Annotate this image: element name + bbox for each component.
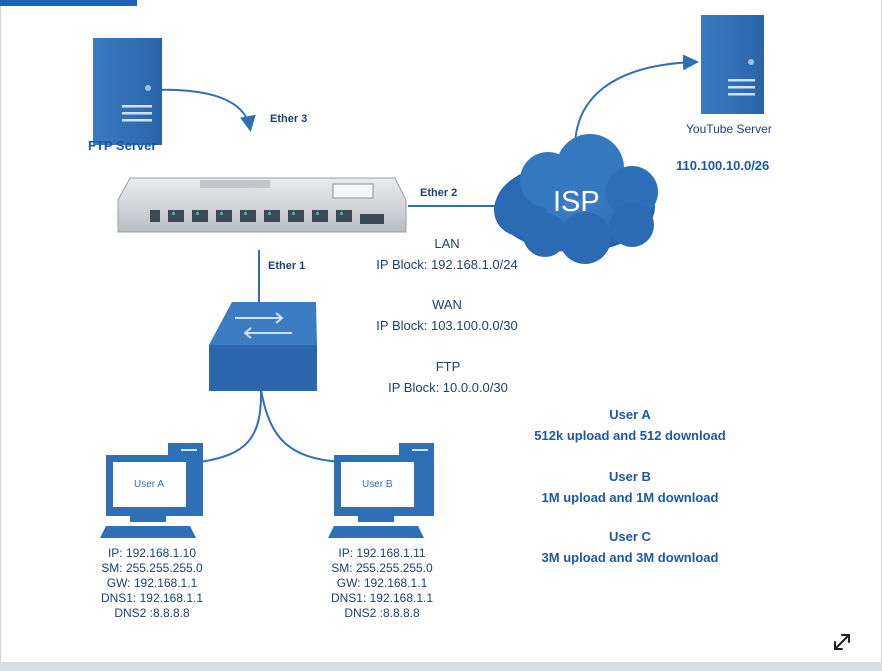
user-b-ip: IP: 192.168.1.11 bbox=[338, 546, 426, 560]
bw-user-b-title: User B bbox=[609, 469, 651, 484]
ftp-block: IP Block: 10.0.0.0/30 bbox=[388, 380, 508, 395]
ftp-server-icon bbox=[93, 38, 162, 145]
bottom-strip bbox=[0, 662, 882, 671]
user-a-dns1: DNS1: 192.168.1.1 bbox=[100, 591, 204, 605]
bw-user-b-rate: 1M upload and 1M download bbox=[541, 490, 719, 505]
lan-title: LAN bbox=[434, 236, 460, 251]
wan-block: IP Block: 103.100.0.0/30 bbox=[376, 318, 518, 333]
switch-to-user-b-link bbox=[260, 389, 341, 463]
bw-user-c-rate: 3M upload and 3M download bbox=[541, 550, 719, 565]
youtube-server-label: YouTube Server bbox=[686, 122, 772, 136]
bw-user-a-title: User A bbox=[609, 407, 651, 422]
youtube-ip-label: 110.100.10.0/26 bbox=[676, 158, 770, 173]
switch-icon bbox=[209, 302, 317, 391]
user-b-sm: SM: 255.255.255.0 bbox=[331, 561, 433, 575]
ether3-link bbox=[151, 88, 256, 132]
user-b-dns1: DNS1: 192.168.1.1 bbox=[330, 591, 434, 605]
user-b-screen-label: User B bbox=[362, 479, 393, 490]
user-b-gw: GW: 192.168.1.1 bbox=[336, 576, 428, 590]
user-a-dns2: DNS2 :8.8.8.8 bbox=[114, 606, 190, 620]
user-a-sm: SM: 255.255.255.0 bbox=[101, 561, 203, 575]
switch-to-user-a-link bbox=[199, 389, 263, 463]
bw-user-a-rate: 512k upload and 512 download bbox=[534, 428, 726, 443]
user-b-dns2: DNS2 :8.8.8.8 bbox=[344, 606, 420, 620]
youtube-server-icon bbox=[701, 15, 764, 114]
ftp-server-label: FTP Server bbox=[88, 138, 157, 153]
user-a-ip: IP: 192.168.1.10 bbox=[107, 546, 197, 560]
ether3-label: Ether 3 bbox=[270, 113, 308, 125]
user-b-computer-icon bbox=[328, 443, 434, 538]
expand-icon[interactable] bbox=[830, 630, 854, 654]
user-a-screen-label: User A bbox=[134, 479, 165, 490]
user-a-computer-icon bbox=[100, 443, 203, 538]
isp-cloud-icon bbox=[494, 134, 658, 264]
router-icon bbox=[117, 177, 407, 233]
ether1-label: Ether 1 bbox=[268, 260, 306, 272]
ether2-label: Ether 2 bbox=[420, 187, 458, 199]
lan-block: IP Block: 192.168.1.0/24 bbox=[376, 257, 518, 272]
wan-title: WAN bbox=[432, 297, 462, 312]
top-accent-bar bbox=[0, 0, 137, 6]
isp-label: ISP bbox=[553, 186, 600, 218]
ftp-title: FTP bbox=[435, 359, 461, 374]
user-a-gw: GW: 192.168.1.1 bbox=[106, 576, 198, 590]
user-b-config: IP: 192.168.1.11 SM: 255.255.255.0 GW: 1… bbox=[322, 546, 442, 621]
user-a-config: IP: 192.168.1.10 SM: 255.255.255.0 GW: 1… bbox=[92, 546, 212, 621]
isp-to-youtube-link bbox=[574, 54, 699, 149]
bw-user-c-title: User C bbox=[609, 529, 651, 544]
